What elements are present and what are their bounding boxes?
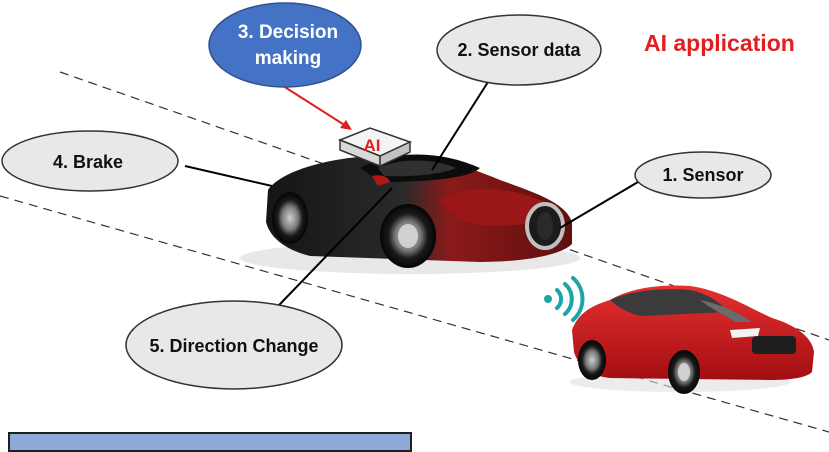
diagram-title: AI application: [644, 30, 795, 56]
connector-sensor-data: [431, 81, 489, 171]
ai-box-label: AI: [364, 136, 381, 155]
bubble-direction-change: 5. Direction Change: [125, 300, 343, 390]
wireless-signal-icon: [544, 276, 585, 322]
bubble-direction-change-label: 5. Direction Change: [149, 336, 318, 356]
sedan-red: [570, 285, 814, 394]
bubble-brake: 4. Brake: [1, 130, 179, 192]
bubble-sensor-data: 2. Sensor data: [436, 14, 602, 86]
connector-brake: [184, 165, 273, 187]
ai-car-diagram: AI 3. Decision making 2. Sensor data 4. …: [0, 2, 829, 433]
road-line-lower: [0, 195, 829, 433]
bubble-brake-label: 4. Brake: [53, 152, 123, 172]
bubble-decision-line1: 3. Decision: [238, 22, 338, 43]
connector-decision: [279, 83, 352, 130]
bubble-sensor-data-label: 2. Sensor data: [457, 40, 581, 60]
bubble-decision-line2: making: [255, 48, 322, 69]
bubble-sensor-label: 1. Sensor: [662, 165, 743, 185]
bubble-sensor: 1. Sensor: [634, 151, 772, 199]
bubble-decision-making: 3. Decision making: [208, 2, 362, 88]
bottom-caption-box: [8, 432, 412, 452]
connector-sensor: [559, 181, 639, 229]
ai-box: AI: [337, 127, 412, 168]
sports-car-black-red: [240, 154, 580, 274]
connector-lines: [184, 81, 639, 331]
